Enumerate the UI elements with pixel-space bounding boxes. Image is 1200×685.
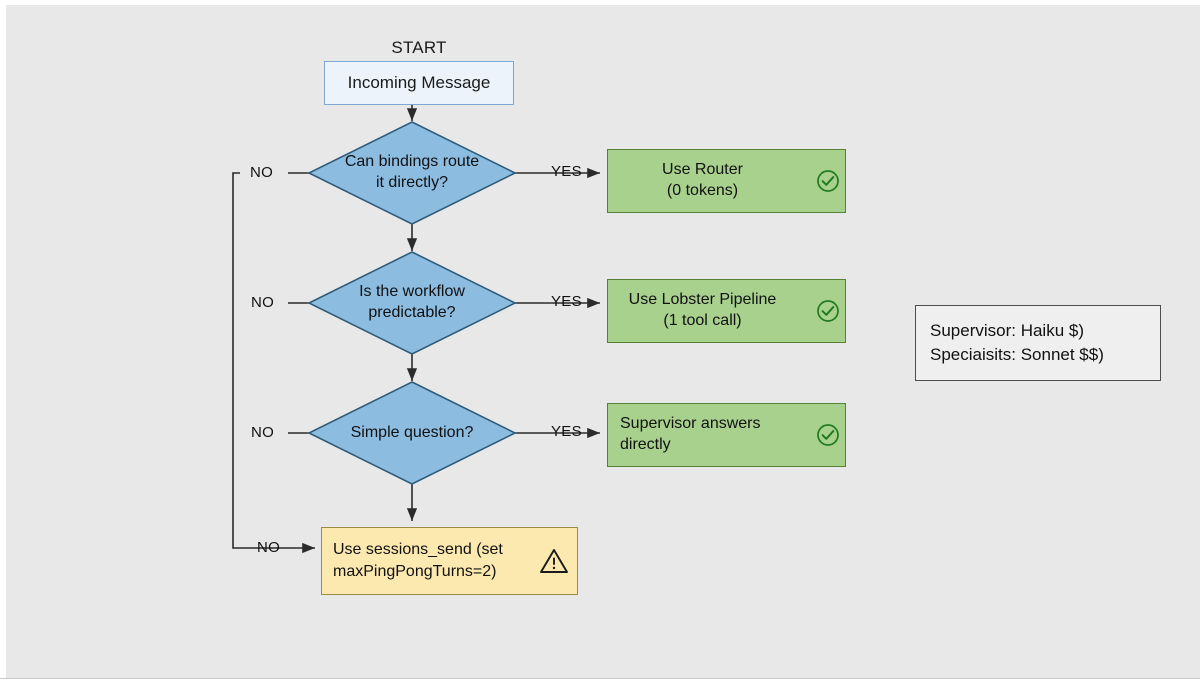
edge-label-d2-no: NO xyxy=(251,294,275,311)
edge-label-d1-yes: YES xyxy=(551,163,582,180)
node-use-sessions-send[interactable]: Use sessions_send (set maxPingPongTurns=… xyxy=(321,527,578,595)
outcome-3-text: Supervisor answers directly xyxy=(620,414,811,456)
legend-line-specialists: Speciaisits: Sonnet $$) xyxy=(930,345,1104,364)
check-circle-icon xyxy=(811,423,845,447)
outcome-2-line1: Use Lobster Pipeline xyxy=(628,291,777,309)
edge-label-d2-yes: YES xyxy=(551,293,582,310)
outcome-1-line2: (0 tokens) xyxy=(666,182,739,199)
edge-label-d3-no: NO xyxy=(251,424,275,441)
edge-label-fallback-no: NO xyxy=(257,539,281,556)
outcome-use-lobster-pipeline[interactable]: Use Lobster Pipeline (1 tool call) xyxy=(607,279,846,343)
check-circle-icon xyxy=(811,299,845,323)
outcome-1-text: Use Router (0 tokens) xyxy=(620,160,811,202)
start-label: START xyxy=(391,38,447,57)
edge-label-d1-no: NO xyxy=(250,164,274,181)
diamond-shape-icon xyxy=(307,381,517,485)
diagram-canvas: START Incoming Message Can bindings rout… xyxy=(6,5,1200,678)
edge-label-d3-yes: YES xyxy=(551,423,582,440)
outcome-3-line1: Supervisor answers xyxy=(620,415,761,433)
outcome-use-router[interactable]: Use Router (0 tokens) xyxy=(607,149,846,213)
incoming-message-text: Incoming Message xyxy=(347,73,491,92)
check-circle-icon xyxy=(811,169,845,193)
outcome-1-line1: Use Router xyxy=(662,161,743,179)
decision-can-bindings-route[interactable]: Can bindings route it directly? xyxy=(307,120,517,226)
decision-simple-question[interactable]: Simple question? xyxy=(307,380,517,486)
diamond-shape-icon xyxy=(307,121,517,225)
outcome-2-text: Use Lobster Pipeline (1 tool call) xyxy=(620,290,811,332)
outcome-3-line2: directly xyxy=(620,436,671,453)
legend-line-supervisor: Supervisor: Haiku $) xyxy=(930,320,1085,340)
fallback-line1: Use sessions_send (set xyxy=(333,541,503,559)
fallback-text: Use sessions_send (set maxPingPongTurns=… xyxy=(333,539,531,582)
decision-is-workflow-predictable[interactable]: Is the workflow predictable? xyxy=(307,250,517,356)
legend-box: Supervisor: Haiku $) Speciaisits: Sonnet… xyxy=(915,305,1161,381)
diamond-shape-icon xyxy=(307,251,517,355)
bottom-edge-strip xyxy=(0,678,1200,685)
fallback-line2: maxPingPongTurns=2) xyxy=(333,563,497,580)
edge-no-bypass-to-fallback xyxy=(232,172,315,554)
warning-triangle-icon xyxy=(531,547,577,575)
outcome-2-line2: (1 tool call) xyxy=(663,312,742,329)
outcome-supervisor-answers-directly[interactable]: Supervisor answers directly xyxy=(607,403,846,467)
node-incoming-message[interactable]: Incoming Message xyxy=(324,61,514,105)
